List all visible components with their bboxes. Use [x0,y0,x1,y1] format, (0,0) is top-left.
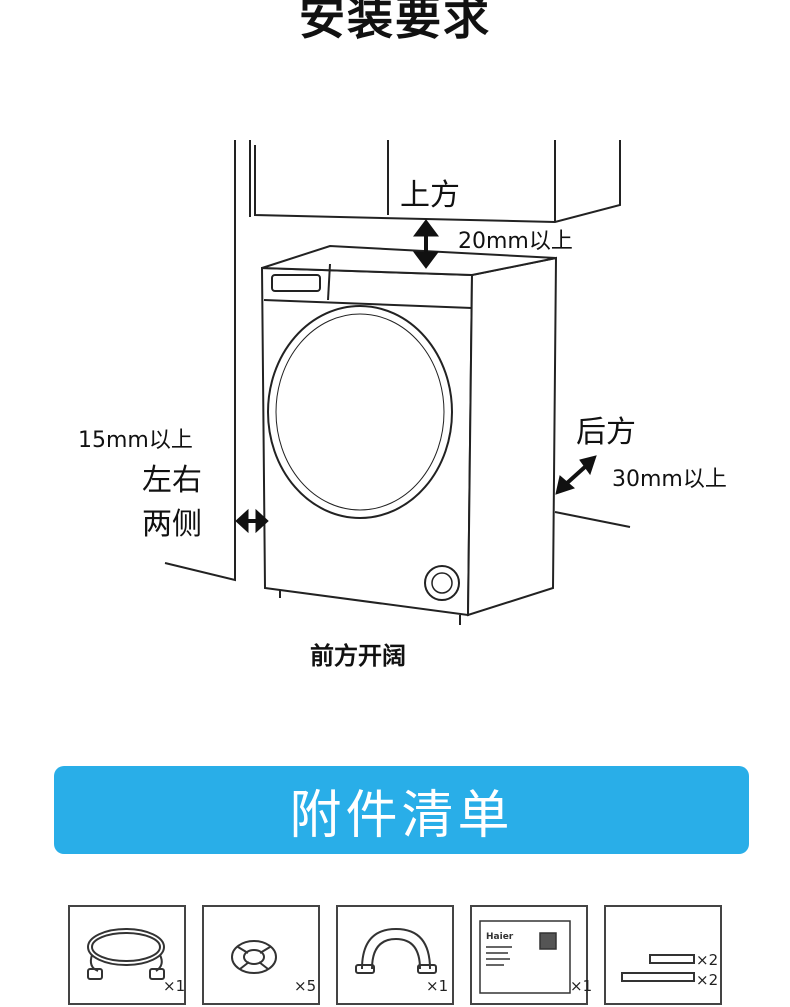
left-wall [164,140,236,582]
side-arrow-left [235,508,249,534]
label-back-clearance: 30mm以上 [612,467,727,492]
inlet-hose-icon [87,928,165,980]
washer-door [267,305,453,519]
label-top: 上方 [400,178,460,213]
accessory-bracket: ×1 [336,905,454,1005]
accessory-caps: ×5 [202,905,320,1005]
page-title: 安装要求 [299,0,491,45]
qty-plugs-long: ×2 [696,971,719,989]
top-arrow-up [413,219,439,237]
qty-manual: ×1 [570,977,593,995]
display-panel [271,274,321,292]
manual-card-icon: Haier [479,920,571,994]
accessory-inlet-hose: ×1 [68,905,186,1005]
accessories-banner: 附件清单 [54,766,749,854]
top-arrow-down [413,251,439,269]
accessory-manual: Haier ×1 [470,905,592,1005]
filter-knob [424,565,460,601]
accessory-plugs: ×2 ×2 [604,905,722,1005]
qty-caps: ×5 [294,977,317,995]
label-front: 前方开阔 [310,642,406,670]
svg-text:Haier: Haier [486,932,514,942]
accessories-title: 附件清单 [289,785,514,846]
label-back: 后方 [576,415,636,450]
back-arrow-left [555,475,575,495]
label-side-line2: 两侧 [142,507,202,542]
qty-bracket: ×1 [426,977,449,995]
washer-side [466,256,558,617]
qty-plugs-short: ×2 [696,951,719,969]
washer-top [261,244,557,277]
installation-diagram: 上方 20mm以上 15mm以上 左右 两侧 后方 30mm以上 前方开阔 [78,140,727,670]
drain-hose-bracket-icon [355,927,437,974]
anti-vibration-cap-icon [231,940,277,974]
label-top-clearance: 20mm以上 [458,229,573,254]
qty-inlet-hose: ×1 [163,977,186,995]
side-arrow-right [255,508,269,534]
label-side-line1: 左右 [142,463,202,498]
back-arrow-right [579,455,597,476]
label-side-clearance: 15mm以上 [78,428,193,453]
plug-strip-icon [621,954,695,982]
